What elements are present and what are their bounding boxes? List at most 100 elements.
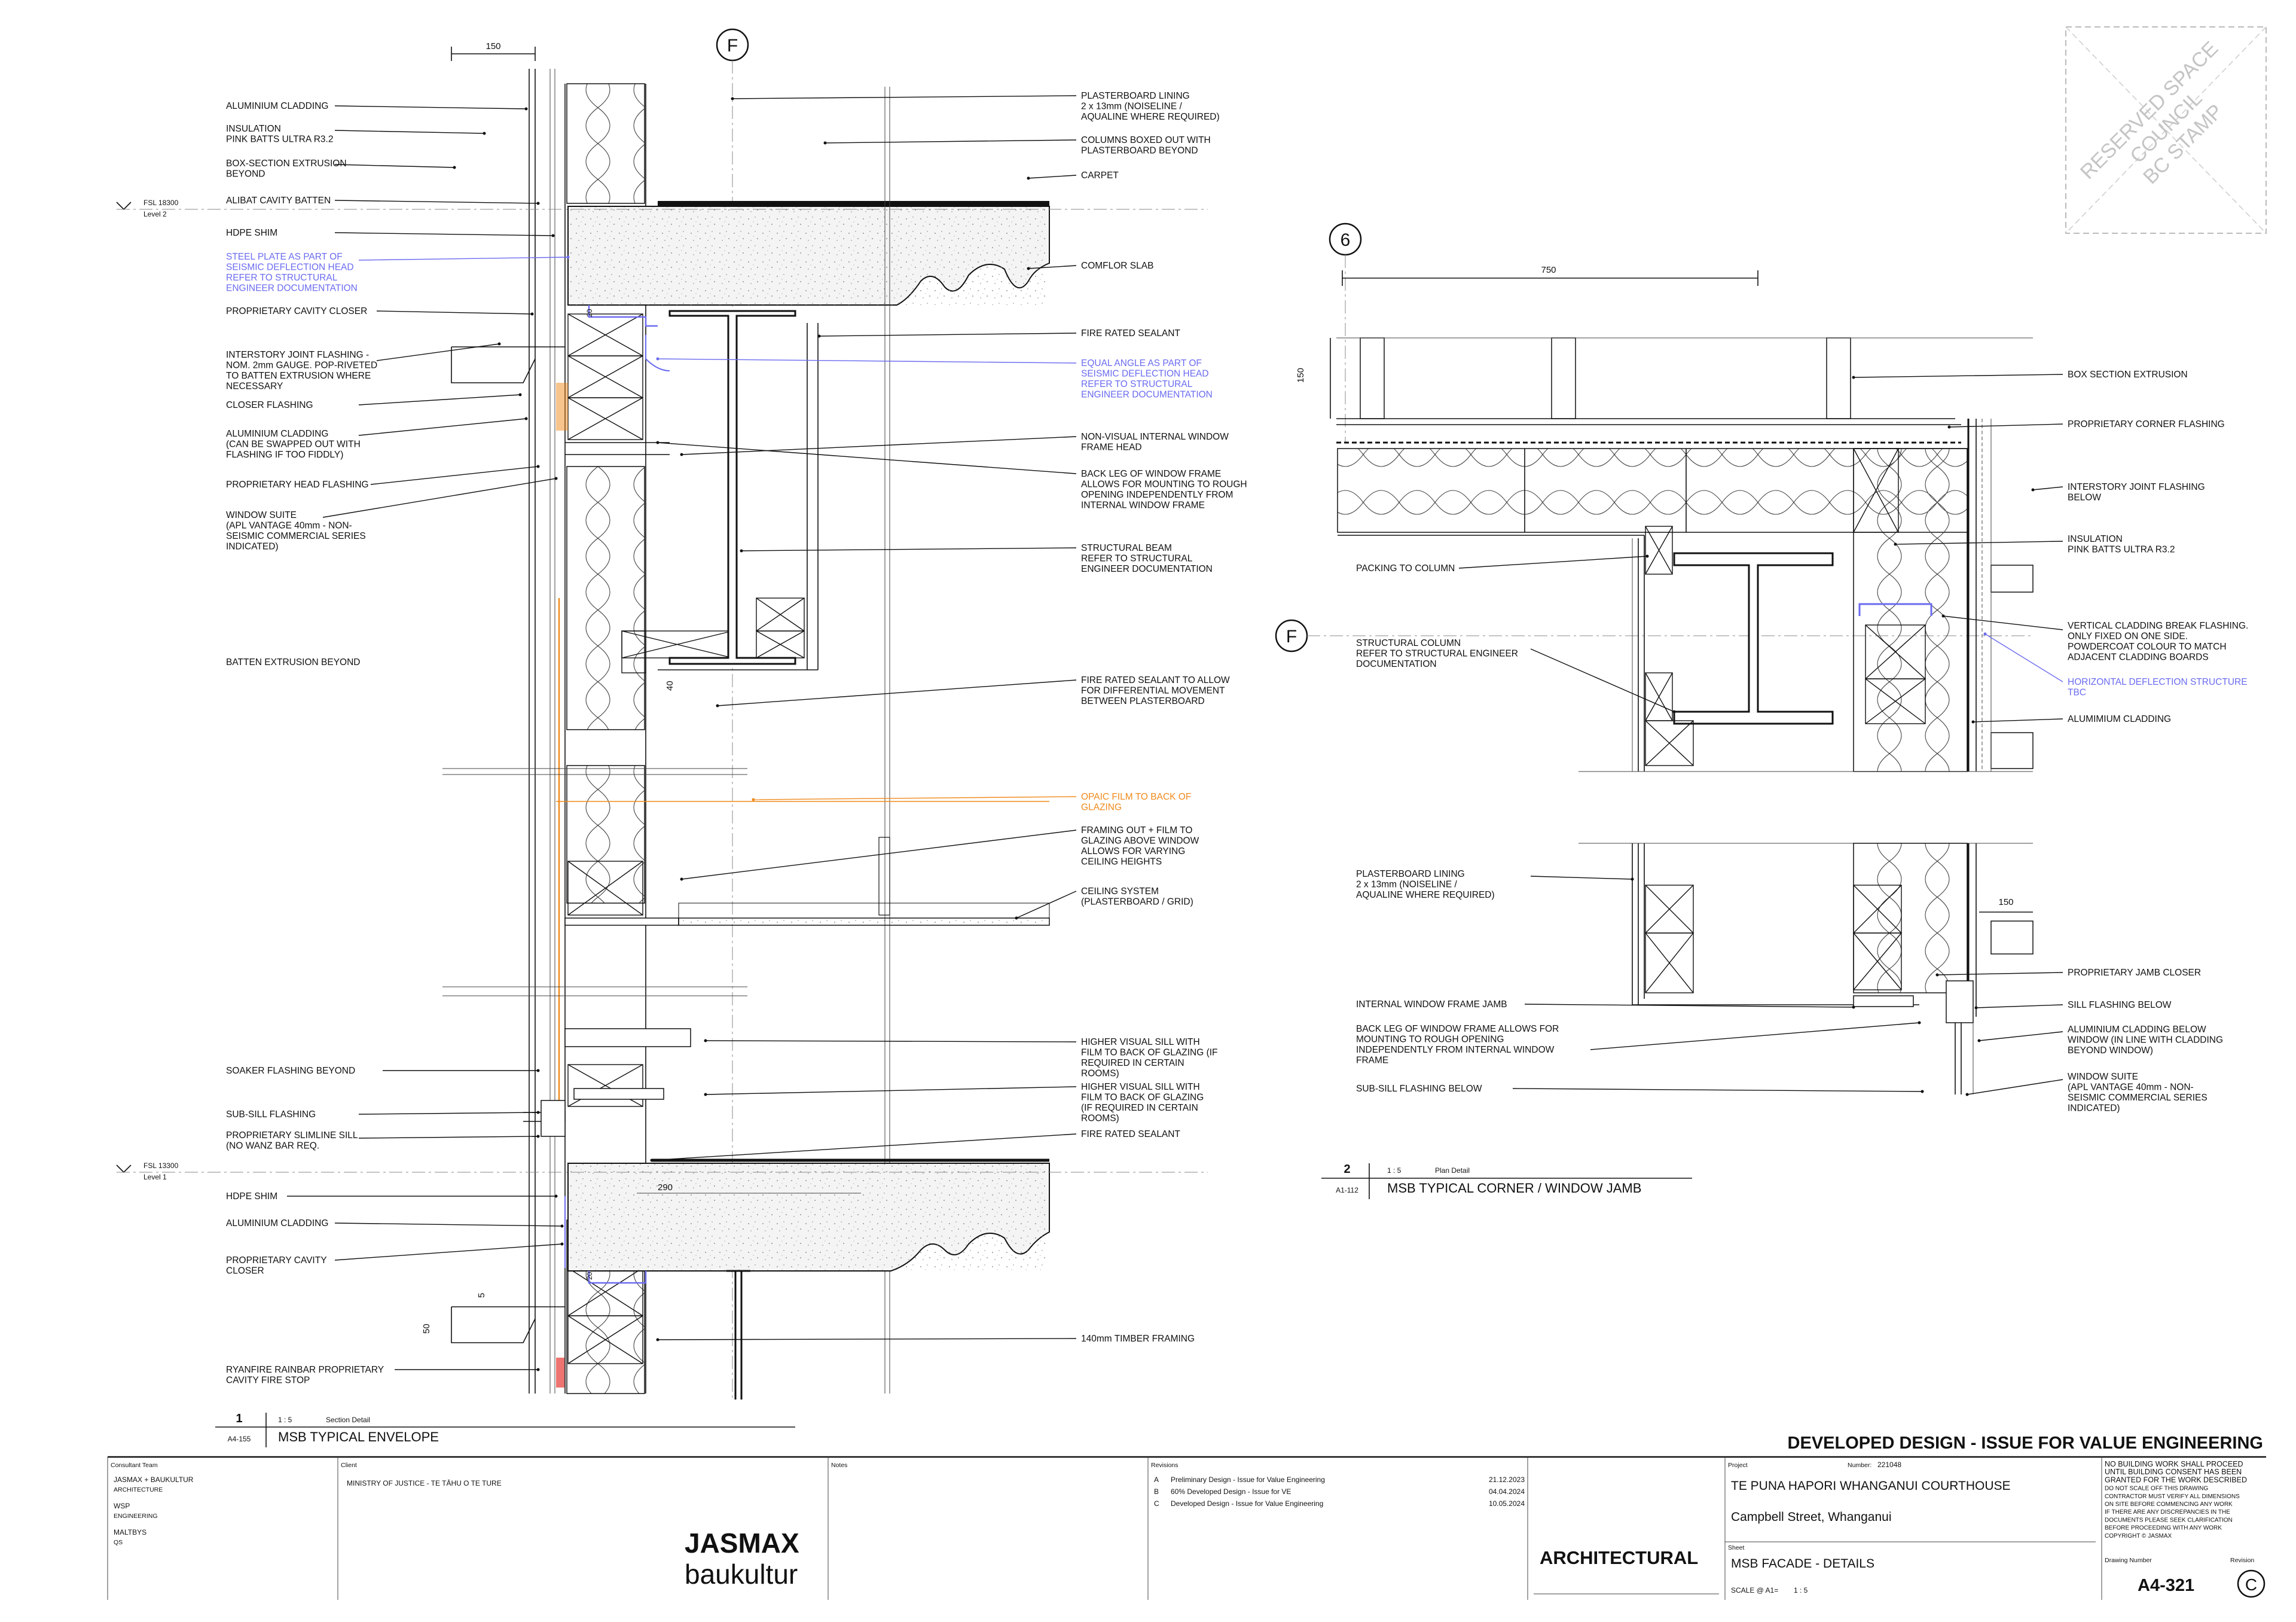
annotation-text: PLASTERBOARD LINING xyxy=(1081,91,1190,101)
annotation-text: FOR DIFFERENTIAL MOVEMENT xyxy=(1081,686,1225,696)
annotation-text: (NO WANZ BAR REQ. xyxy=(226,1141,319,1151)
issue-status: DEVELOPED DESIGN - ISSUE FOR VALUE ENGIN… xyxy=(1788,1434,2263,1453)
svg-text:A4-155: A4-155 xyxy=(228,1435,251,1443)
leader-arrow xyxy=(704,1093,707,1096)
leader-arrow xyxy=(1947,425,1951,429)
svg-text:FSL 13300: FSL 13300 xyxy=(144,1161,179,1170)
leader-line xyxy=(1512,1088,1923,1092)
annotation-text: SOAKER FLASHING BEYOND xyxy=(226,1066,355,1076)
section-detail-drawing: F 150 xyxy=(116,28,1208,1400)
annotation-label: PROPRIETARY CAVITY CLOSER xyxy=(226,306,534,316)
annotation-text: RYANFIRE RAINBAR PROPRIETARY xyxy=(226,1365,384,1375)
annotation-label: WINDOW SUITE(APL VANTAGE 40mm - NON-SEIS… xyxy=(1965,1072,2208,1114)
leader-arrow xyxy=(1645,554,1649,558)
annotation-text: REFER TO STRUCTURAL xyxy=(1081,554,1193,564)
notice-line: CONTRACTOR MUST VERIFY ALL DIMENSIONS xyxy=(2105,1493,2240,1500)
annotation-text: ALIBAT CAVITY BATTEN xyxy=(226,196,331,206)
annotation-text: ENGINEER DOCUMENTATION xyxy=(1081,564,1213,574)
annotation-text: BACK LEG OF WINDOW FRAME ALLOWS FOR xyxy=(1356,1024,1559,1034)
annotation-text: POWDERCOAT COLOUR TO MATCH xyxy=(2068,642,2227,652)
leader-arrow xyxy=(536,1368,540,1371)
svg-text:ARCHITECTURE: ARCHITECTURE xyxy=(114,1486,163,1493)
annotation-label: PROPRIETARY CORNER FLASHING xyxy=(1947,419,2225,429)
leader-line xyxy=(334,130,485,134)
leader-arrow xyxy=(1918,1021,1921,1025)
notice-line: DOCUMENTS PLEASE SEEK CLARIFICATION xyxy=(2105,1517,2233,1523)
leader-arrow xyxy=(536,202,540,205)
annotation-label: ALUMIMIUM CLADDING xyxy=(1971,714,2171,724)
annotation-text: SUB-SILL FLASHING BELOW xyxy=(1356,1084,1482,1094)
svg-text:QS: QS xyxy=(114,1539,123,1546)
baukultur-logo: baukultur xyxy=(685,1559,798,1590)
svg-text:Consultant Team: Consultant Team xyxy=(111,1462,158,1469)
svg-text:21.12.2023: 21.12.2023 xyxy=(1489,1475,1525,1484)
annotation-text: AQUALINE WHERE REQUIRED) xyxy=(1081,112,1220,122)
annotation-text: HIGHER VISUAL SILL WITH xyxy=(1081,1082,1200,1092)
svg-text:Notes: Notes xyxy=(831,1462,847,1469)
leader-arrow xyxy=(680,877,683,881)
annotation-text: CEILING HEIGHTS xyxy=(1081,857,1162,867)
leader-arrow xyxy=(560,1224,564,1228)
svg-text:1: 1 xyxy=(236,1412,242,1425)
annotation-text: FILM TO BACK OF GLAZING (IF xyxy=(1081,1048,1218,1058)
leader-arrow xyxy=(1852,1005,1855,1009)
annotation-text: STRUCTURAL COLUMN xyxy=(1356,638,1461,648)
leader-line xyxy=(1524,1004,1854,1008)
leader-arrow xyxy=(551,234,555,237)
svg-text:750: 750 xyxy=(1541,265,1556,275)
leader-line xyxy=(1895,541,2063,545)
leader-arrow xyxy=(536,1135,540,1138)
leader-arrow xyxy=(704,1039,707,1042)
annotation-label: FIRE RATED SEALANT xyxy=(650,1129,1180,1162)
svg-text:290: 290 xyxy=(658,1182,673,1193)
leader-arrow xyxy=(716,704,719,708)
leader-arrow xyxy=(752,798,755,801)
annotation-text: VERTICAL CLADDING BREAK FLASHING. xyxy=(2068,621,2248,631)
svg-text:Number:: Number: xyxy=(1848,1462,1871,1469)
leader-arrow xyxy=(656,1338,660,1341)
leader-arrow xyxy=(1852,376,1855,379)
leader-line xyxy=(825,139,1077,144)
annotation-text: GLAZING xyxy=(1081,803,1122,813)
svg-text:A1-112: A1-112 xyxy=(1336,1186,1358,1194)
annotation-text: BOX SECTION EXTRUSION xyxy=(2068,370,2188,380)
annotation-text: PROPRIETARY HEAD FLASHING xyxy=(226,480,369,490)
annotation-text: SUB-SILL FLASHING xyxy=(226,1109,316,1120)
leader-line xyxy=(1949,423,2063,428)
annotation-text: REFER TO STRUCTURAL xyxy=(1081,379,1193,389)
leader-arrow xyxy=(1015,916,1018,920)
annotation-text: NOM. 2mm GAUGE. POP-RIVETED xyxy=(226,361,377,371)
leader-line xyxy=(753,796,1077,800)
svg-text:Client: Client xyxy=(341,1462,357,1469)
leader-arrow xyxy=(1965,1093,1969,1096)
annotation-text: PLASTERBOARD BEYOND xyxy=(1081,146,1198,156)
annotation-text: BACK LEG OF WINDOW FRAME xyxy=(1081,469,1221,479)
annotation-text: ALUMINIUM CLADDING xyxy=(226,101,328,111)
svg-text:40: 40 xyxy=(665,681,675,691)
annotation-text: REQUIRED IN CERTAIN xyxy=(1081,1058,1184,1068)
leader-line xyxy=(1530,648,1675,712)
leader-line xyxy=(1016,891,1077,919)
annotation-text: BELOW xyxy=(2068,493,2101,503)
leader-arrow xyxy=(2031,488,2035,492)
notice-line: BEFORE PROCEEDING WITH ANY WORK xyxy=(2105,1525,2222,1532)
leader-line xyxy=(1973,718,2063,722)
annotation-label: BATTEN EXTRUSION BEYOND xyxy=(226,657,361,667)
annotation-text: 2 x 13mm (NOISELINE / xyxy=(1081,102,1183,112)
annotation-text: SEISMIC DEFLECTION HEAD xyxy=(226,263,354,273)
leader-line xyxy=(1458,556,1648,569)
leader-arrow xyxy=(1971,720,1975,724)
annotation-text: SEISMIC COMMERCIAL SERIES xyxy=(226,531,366,541)
leader-line xyxy=(334,200,539,204)
level-marker-l2: FSL 18300 Level 2 xyxy=(116,199,1208,218)
annotation-text: INDEPENDENTLY FROM INTERNAL WINDOW xyxy=(1356,1045,1555,1055)
leader-line xyxy=(651,1133,1077,1161)
annotation-text: STEEL PLATE AS PART OF xyxy=(226,252,343,262)
